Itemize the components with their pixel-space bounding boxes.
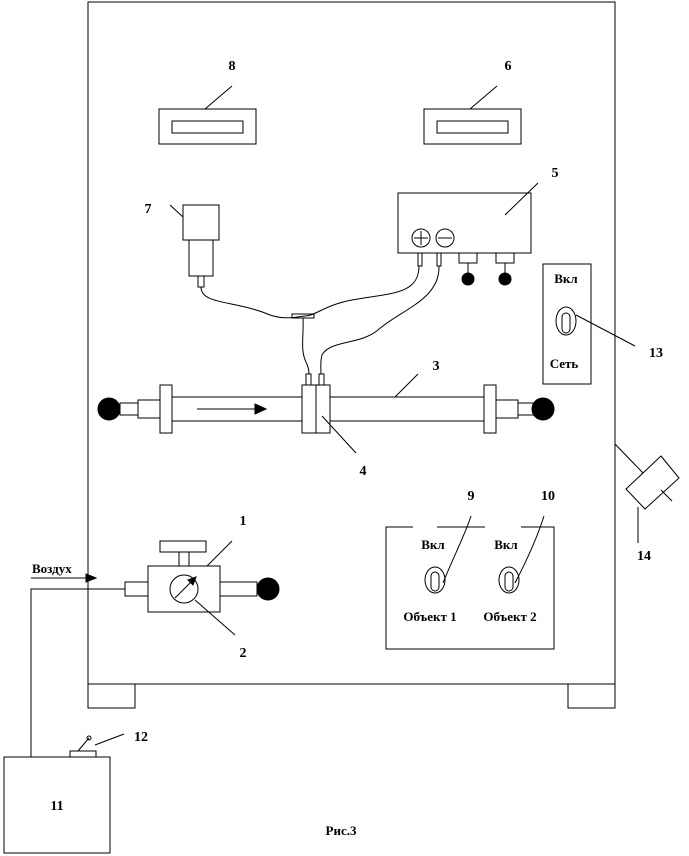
air-line [30, 588, 125, 757]
label-6: 6 [505, 59, 512, 74]
switch-box-9-10 [385, 515, 555, 650]
air-label: Воздух [32, 561, 72, 576]
display-8 [158, 85, 257, 145]
object-2-label: Объект 2 [483, 609, 536, 624]
main-panel [87, 1, 616, 685]
wires [200, 265, 440, 375]
object-1-label: Объект 1 [403, 609, 456, 624]
label-3: 3 [433, 359, 440, 374]
element-14 [614, 443, 680, 543]
label-11: 11 [50, 799, 63, 814]
label-4: 4 [360, 464, 367, 479]
panel-foot-right [567, 683, 616, 709]
switch-13 [542, 263, 636, 385]
label-5: 5 [552, 166, 559, 181]
switch-13-network-label: Сеть [550, 356, 579, 371]
label-1: 1 [240, 514, 247, 529]
sensor-7 [169, 204, 220, 288]
switch-13-on-label: Вкл [554, 271, 577, 286]
label-14: 14 [637, 549, 651, 564]
switch-9-on-label: Вкл [421, 537, 444, 552]
label-12: 12 [134, 730, 148, 745]
pipe-3 [97, 373, 555, 454]
label-8: 8 [229, 59, 236, 74]
device-5 [397, 182, 539, 286]
label-13: 13 [649, 346, 663, 361]
figure-caption: Рис.3 [326, 823, 357, 838]
panel-foot-left [87, 683, 136, 709]
label-2: 2 [240, 646, 247, 661]
valve-1 [124, 540, 280, 636]
switch-10-on-label: Вкл [494, 537, 517, 552]
display-6 [423, 85, 522, 145]
label-7: 7 [145, 202, 152, 217]
label-9: 9 [468, 489, 475, 504]
compressor-11 [3, 733, 125, 854]
label-10: 10 [541, 489, 555, 504]
